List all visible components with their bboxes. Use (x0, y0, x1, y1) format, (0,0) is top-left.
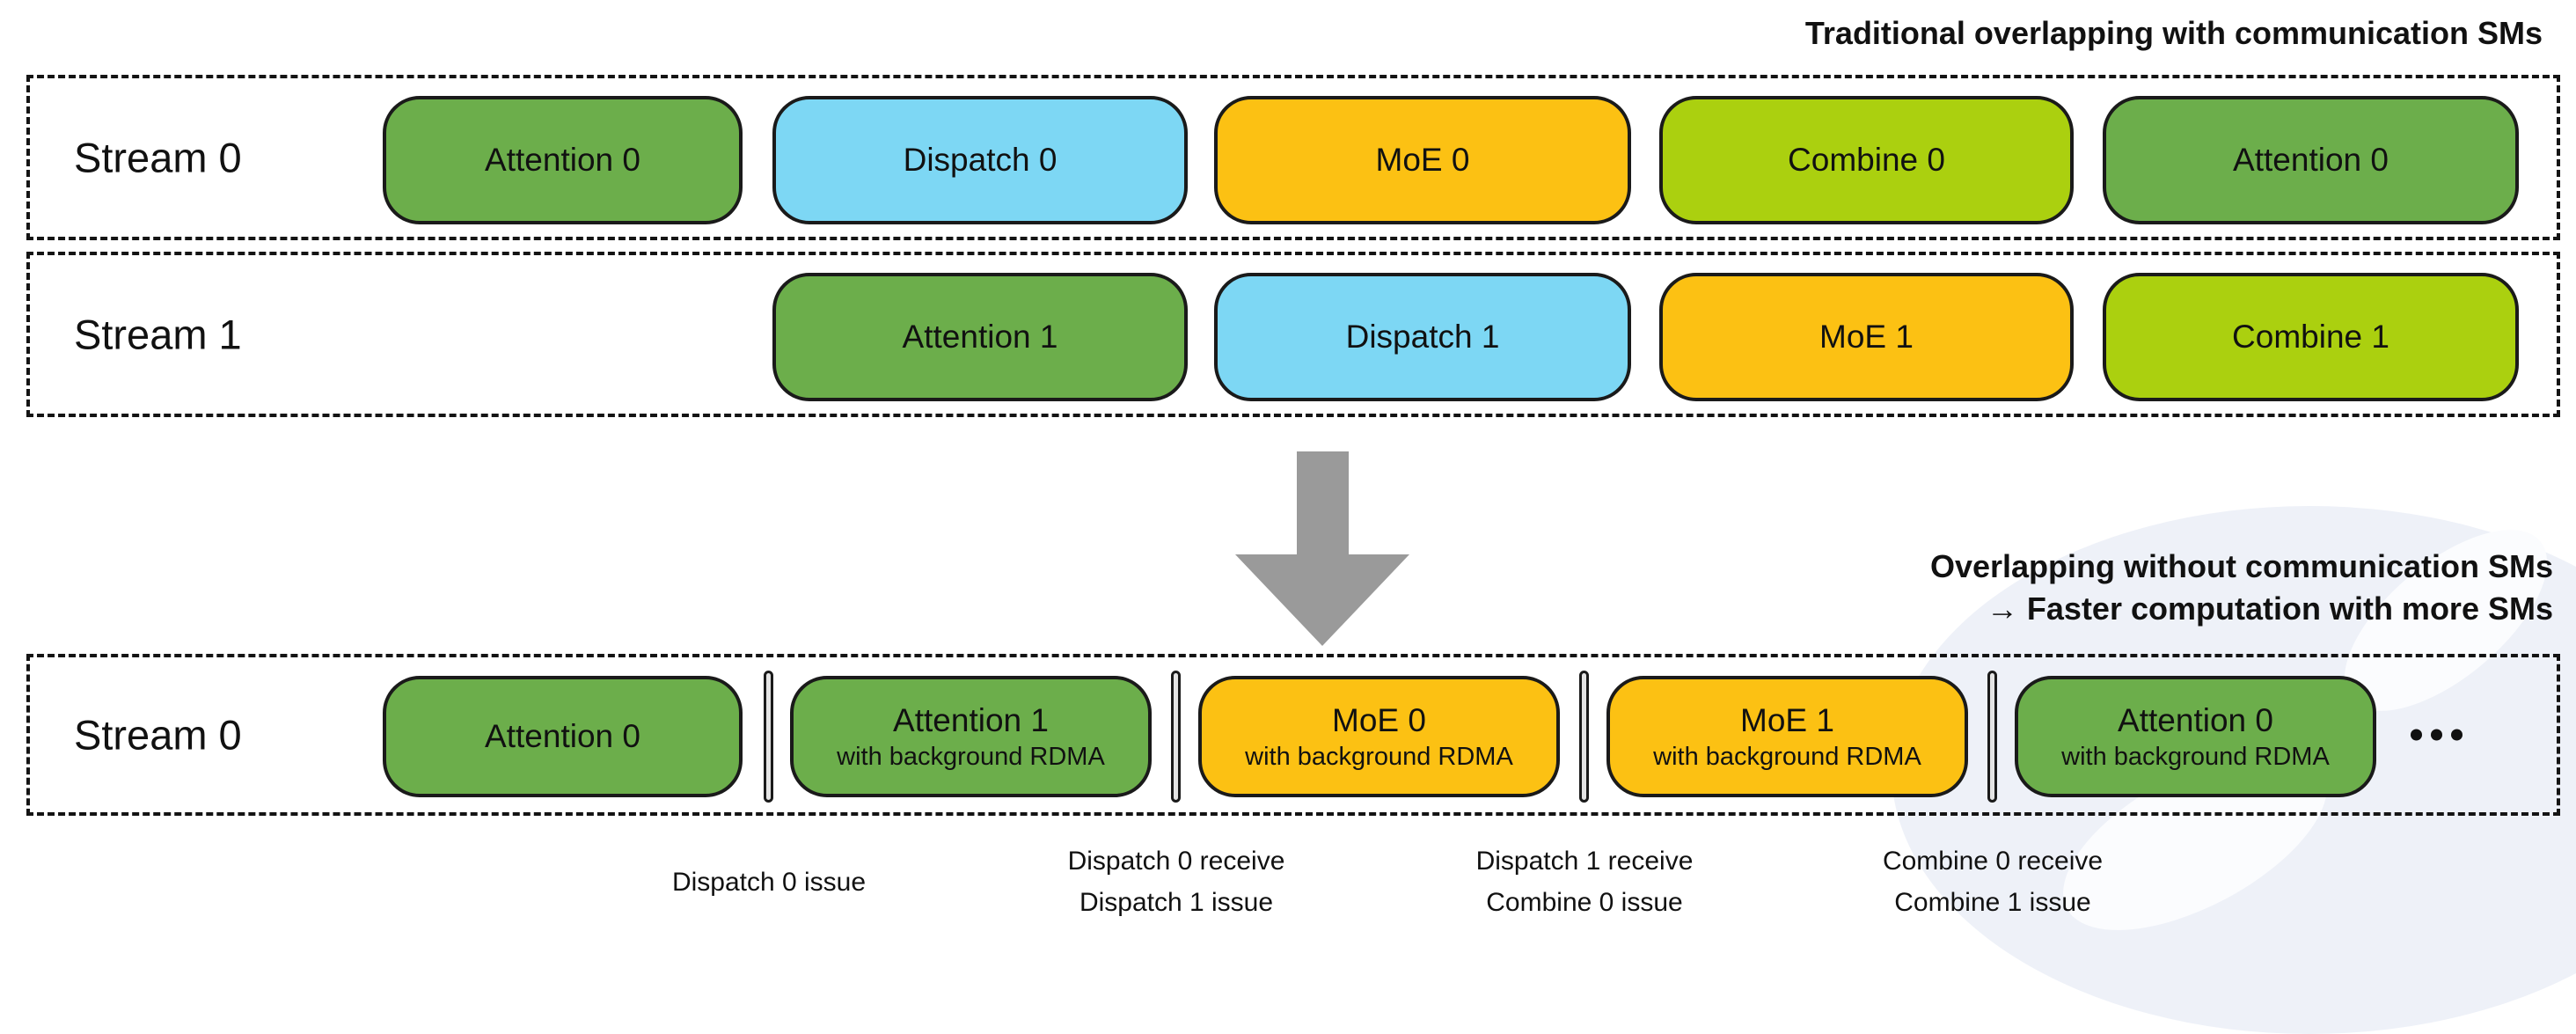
block-moe-1-rdma: MoE 1 with background RDMA (1606, 676, 1968, 797)
stream-sync-separator (1987, 671, 1997, 803)
block-subtitle: with background RDMA (837, 743, 1105, 771)
block-combine-0: Combine 0 (1659, 96, 2074, 224)
block-label: MoE 1 (1819, 319, 1914, 355)
stream-sync-separator (1579, 671, 1589, 803)
annotation-dispatch0-issue: Dispatch 0 issue (575, 838, 962, 926)
block-label: Attention 0 (485, 142, 640, 178)
stream-sync-separator (1171, 671, 1181, 803)
block-attention-0: Attention 0 (383, 96, 743, 224)
annotation-line: Dispatch 1 receive (1475, 847, 1694, 876)
block-subtitle: with background RDMA (1245, 743, 1513, 771)
overlap-title-line2: → Faster computation with more SMs (1986, 590, 2553, 627)
annotation-line: Dispatch 0 issue (671, 867, 867, 897)
traditional-stream1-panel: Stream 1 Attention 1 Dispatch 1 MoE 1 Co… (26, 252, 2560, 417)
block-subtitle: with background RDMA (1653, 743, 1921, 771)
stream-overlap-diagram: { "header": { "traditional_title": "Trad… (26, 15, 2576, 1034)
stream0-label: Stream 0 (74, 711, 242, 759)
block-title: Attention 1 (893, 702, 1049, 738)
annotation-line: Combine 0 issue (1486, 888, 1683, 917)
block-moe-0: MoE 0 (1214, 96, 1631, 224)
block-title: Attention 0 (2118, 702, 2273, 738)
annotation-dispatch1-receive: Dispatch 1 receive Combine 0 issue (1391, 838, 1778, 926)
block-attention-1-rdma: Attention 1 with background RDMA (790, 676, 1152, 797)
stream-sync-separator (764, 671, 773, 803)
ellipsis-icon (2411, 729, 2463, 741)
block-attention-0-rdma: Attention 0 with background RDMA (2015, 676, 2376, 797)
annotation-line: Combine 0 receive (1882, 847, 2104, 876)
block-title: Attention 0 (485, 718, 640, 754)
stream0-label: Stream 0 (74, 134, 242, 181)
block-label: Dispatch 1 (1345, 319, 1500, 355)
block-moe-1: MoE 1 (1659, 273, 2074, 401)
block-attention-0: Attention 0 (383, 676, 743, 797)
down-arrow-icon (1297, 451, 1349, 555)
overlap-title-line1: Overlapping without communication SMs (1929, 548, 2553, 584)
annotation-line: Combine 1 issue (1894, 888, 2091, 917)
down-arrow-icon (1235, 554, 1409, 646)
block-title: MoE 1 (1740, 702, 1834, 738)
block-label: Combine 1 (2232, 319, 2389, 355)
stream1-label: Stream 1 (74, 311, 242, 358)
annotation-line: Dispatch 1 issue (1079, 888, 1274, 917)
overlap-section-title: Overlapping without communication SMs → … (1930, 546, 2553, 630)
annotation-line: Dispatch 0 receive (1067, 847, 1285, 876)
block-label: MoE 0 (1375, 142, 1470, 178)
block-attention-1: Attention 1 (772, 273, 1188, 401)
annotation-combine0-receive: Combine 0 receive Combine 1 issue (1799, 838, 2186, 926)
block-attention-0-next: Attention 0 (2103, 96, 2519, 224)
block-label: Combine 0 (1788, 142, 1945, 178)
traditional-section-title: Traditional overlapping with communicati… (1804, 15, 2543, 51)
block-label: Dispatch 0 (903, 142, 1057, 178)
annotation-dispatch0-receive: Dispatch 0 receive Dispatch 1 issue (983, 838, 1370, 926)
overlapped-stream0-panel: Stream 0 Attention 0 Attention 1 with ba… (26, 654, 2560, 816)
block-label: Attention 0 (2233, 142, 2389, 178)
traditional-stream0-panel: Stream 0 Attention 0 Dispatch 0 MoE 0 Co… (26, 75, 2560, 240)
block-title: MoE 0 (1332, 702, 1426, 738)
block-moe-0-rdma: MoE 0 with background RDMA (1198, 676, 1560, 797)
block-label: Attention 1 (902, 319, 1058, 355)
block-combine-1: Combine 1 (2103, 273, 2519, 401)
block-dispatch-0: Dispatch 0 (772, 96, 1188, 224)
block-subtitle: with background RDMA (2061, 743, 2330, 771)
block-dispatch-1: Dispatch 1 (1214, 273, 1631, 401)
